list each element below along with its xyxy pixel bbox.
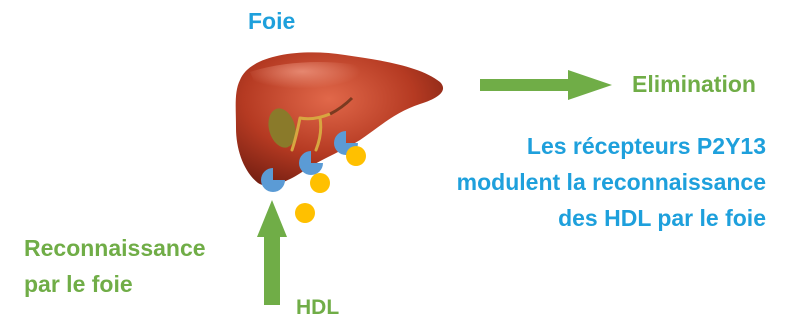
hdl-particle-bound-1 xyxy=(346,146,366,166)
recognition-caption: Reconnaissance par le foie xyxy=(24,230,206,302)
liver-title: Foie xyxy=(248,8,295,35)
liver-icon xyxy=(236,52,443,185)
recognition-line-1: Reconnaissance xyxy=(24,230,206,266)
recognition-line-2: par le foie xyxy=(24,266,206,302)
caption-line-1: Les récepteurs P2Y13 xyxy=(457,128,766,164)
hdl-up-arrow-icon xyxy=(257,200,287,305)
hdl-particle-bound-2 xyxy=(310,173,330,193)
receptor-caption: Les récepteurs P2Y13 modulent la reconna… xyxy=(457,128,766,236)
elimination-arrow-icon xyxy=(480,70,612,100)
elimination-label: Elimination xyxy=(632,71,756,98)
caption-line-2: modulent la reconnaissance xyxy=(457,164,766,200)
hdl-label: HDL xyxy=(296,296,339,320)
hdl-particle-free xyxy=(295,203,315,223)
caption-line-3: des HDL par le foie xyxy=(457,200,766,236)
